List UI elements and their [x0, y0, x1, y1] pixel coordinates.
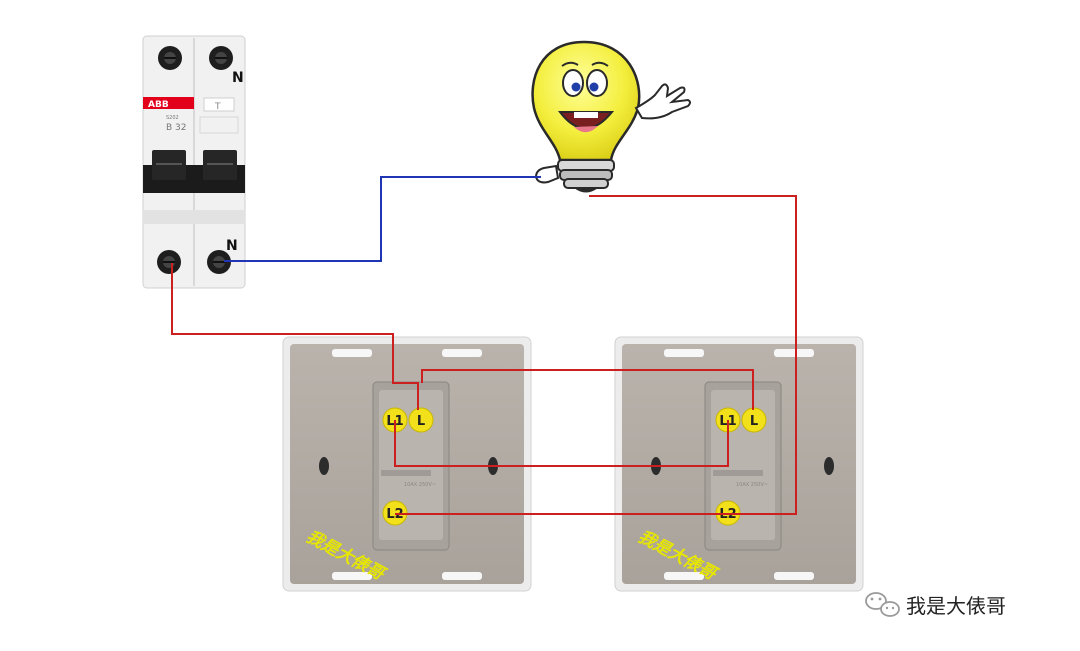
breaker-bottom-n-label: N: [226, 238, 238, 254]
bottom-terminal-screw-right: [207, 250, 231, 274]
live-wire-switch2-to-bulb: [589, 195, 797, 515]
brand-footer: 我是大俵哥: [865, 592, 1006, 618]
live-wire-breaker-to-switch1: [171, 263, 419, 410]
circuit-breaker: N ABB T S202 B 32 N: [142, 35, 246, 289]
neutral-wire: [224, 176, 541, 262]
light-bulb-icon: [531, 40, 691, 193]
traveler-wire-l1: [394, 420, 729, 467]
breaker-rating-text: B 32: [166, 123, 187, 133]
switch-1-terminal-l: L: [408, 407, 434, 433]
wechat-icon: [865, 592, 900, 617]
wires: [171, 176, 797, 515]
brand-footer-text: 我是大俵哥: [906, 594, 1006, 618]
abb-logo: ABB: [148, 100, 169, 110]
bottom-terminal-screw-left: [157, 250, 181, 274]
switch-1-rating: 10AX 250V~: [404, 482, 436, 488]
svg-text:L: L: [417, 414, 425, 429]
top-terminal-screw-right: [209, 46, 233, 70]
breaker-test-button-label: T: [214, 102, 221, 112]
switch-2-rating: 10AX 250V~: [736, 482, 768, 488]
breaker-model-text: S202: [166, 115, 179, 121]
top-terminal-screw-left: [158, 46, 182, 70]
switch-plate-2: 10AX 250V~ L1 L L2 我是大俵哥: [614, 336, 864, 592]
svg-text:L: L: [750, 414, 758, 429]
breaker-top-n-label: N: [232, 70, 244, 86]
switched-wire-top-loop: [421, 369, 754, 410]
switch-plate-1: 10AX 250V~ L1 L L2 我是大俵哥: [282, 336, 532, 592]
switch-2-terminal-l: L: [741, 407, 767, 433]
